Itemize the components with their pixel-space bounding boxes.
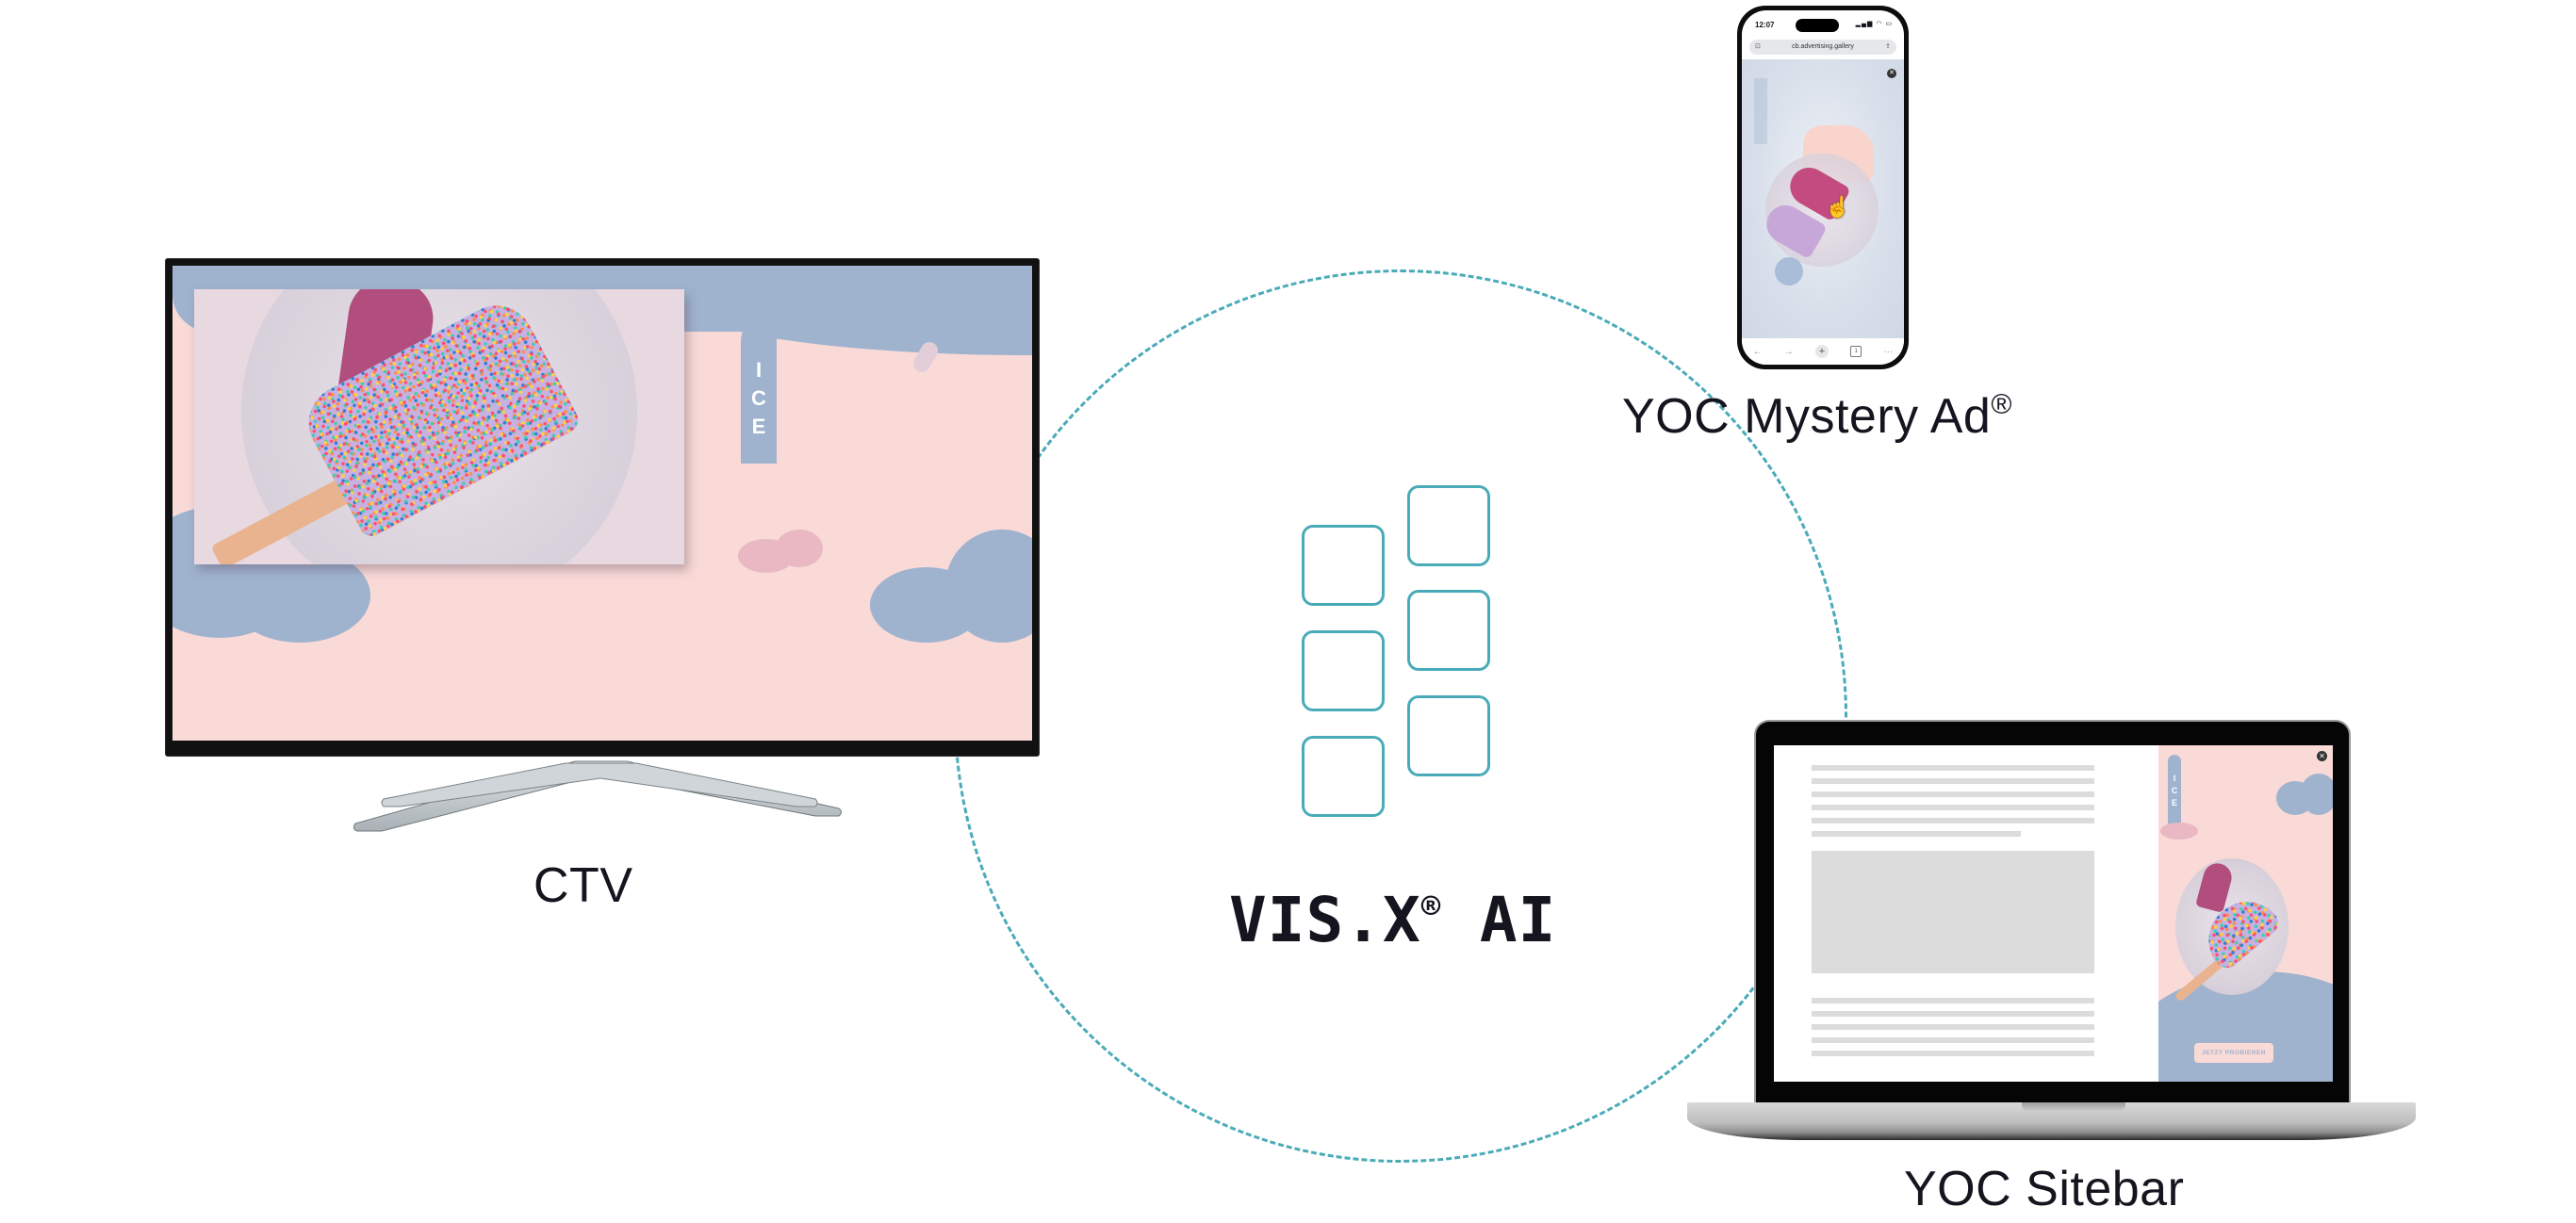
text-line-placeholder xyxy=(1812,818,2094,823)
ctv-screen: I C E xyxy=(172,266,1032,741)
ctv-label: CTV xyxy=(533,858,633,913)
article-placeholder xyxy=(1812,745,2094,1082)
close-icon[interactable]: ✕ xyxy=(1887,69,1896,78)
laptop: I C E ✕ JETZT PROBIEREN xyxy=(1756,722,2349,1104)
text-line-placeholder xyxy=(1812,998,2094,1003)
cta-button[interactable]: JETZT PROBIEREN xyxy=(2194,1043,2273,1063)
back-icon[interactable]: ← xyxy=(1752,346,1763,357)
ice-letter: I xyxy=(755,358,763,382)
visx-ai-wordmark: VIS.X® AI xyxy=(1229,884,1556,956)
logo-tile xyxy=(1407,695,1490,776)
pink-cloud-shape xyxy=(2160,823,2198,840)
ice-badge-faded xyxy=(1754,78,1767,144)
signal-wifi-battery-icon: ▂▄▆ ◠ ▭ xyxy=(1855,21,1893,27)
ice-letter: E xyxy=(2171,798,2177,807)
visx-logo xyxy=(1225,471,1602,980)
forward-icon[interactable]: → xyxy=(1783,346,1794,357)
ice-badge: I C E xyxy=(2168,755,2181,830)
ctv-stand xyxy=(353,760,842,832)
ice-letter: C xyxy=(751,386,766,410)
text-line-placeholder xyxy=(1812,791,2094,797)
phone-screen: 12:07 ▂▄▆ ◠ ▭ ⊡ cb.advertising.gallery ⇪… xyxy=(1742,10,1904,365)
status-bar: 12:07 ▂▄▆ ◠ ▭ xyxy=(1742,10,1904,39)
logo-tile xyxy=(1302,525,1385,606)
image-placeholder xyxy=(1812,851,2094,973)
ctv-television: I C E xyxy=(166,259,1039,756)
mystery-ad[interactable]: ✕ ☝ xyxy=(1742,59,1904,338)
ice-letter: I xyxy=(2173,774,2176,783)
logo-tile xyxy=(1407,590,1490,671)
text-line-placeholder xyxy=(1812,765,2094,771)
ice-letter: E xyxy=(751,415,766,438)
browser-toolbar: ← → + 1 ··· xyxy=(1742,338,1904,365)
registered-mark: ® xyxy=(1991,389,2012,420)
url-text: cb.advertising.gallery xyxy=(1792,43,1854,50)
ctv-ad-photo xyxy=(194,289,684,564)
registered-mark: ® xyxy=(1420,888,1442,925)
laptop-base xyxy=(1687,1102,2416,1140)
url-bar[interactable]: ⊡ cb.advertising.gallery ⇪ xyxy=(1749,40,1896,55)
new-tab-icon[interactable]: + xyxy=(1814,345,1829,358)
text-line-placeholder xyxy=(1812,1037,2094,1043)
more-icon[interactable]: ··· xyxy=(1883,346,1894,357)
laptop-screen: I C E ✕ JETZT PROBIEREN xyxy=(1774,745,2333,1082)
logo-tile xyxy=(1302,630,1385,711)
text-line-placeholder xyxy=(1812,1011,2094,1017)
mobile-phone: 12:07 ▂▄▆ ◠ ▭ ⊡ cb.advertising.gallery ⇪… xyxy=(1737,6,1909,369)
cloud-shape xyxy=(945,530,1032,643)
dynamic-island xyxy=(1796,19,1839,32)
ice-badge: I C E xyxy=(741,322,777,464)
product-name: VIS.X xyxy=(1229,884,1421,956)
pink-cloud-shape xyxy=(776,530,823,567)
text-line-placeholder xyxy=(1812,778,2094,784)
logo-tile xyxy=(1407,485,1490,566)
product-suffix: AI xyxy=(1479,884,1557,956)
sitebar-ad[interactable]: I C E ✕ JETZT PROBIEREN xyxy=(2158,745,2333,1082)
text-line-placeholder xyxy=(1812,1051,2094,1056)
cloud-shape xyxy=(2300,774,2333,815)
share-icon[interactable]: ⇪ xyxy=(1885,43,1891,50)
text-line-placeholder xyxy=(1812,1024,2094,1030)
blue-shape xyxy=(1775,257,1803,285)
close-icon[interactable]: ✕ xyxy=(2317,751,2327,761)
ctv-ad-top-curve xyxy=(683,303,1032,355)
text-line-placeholder xyxy=(1812,805,2094,810)
page-settings-icon[interactable]: ⊡ xyxy=(1755,43,1761,50)
status-time: 12:07 xyxy=(1755,21,1775,29)
text-line-placeholder xyxy=(1812,831,2021,837)
logo-tile xyxy=(1302,736,1385,817)
tap-hand-icon: ☝ xyxy=(1825,195,1851,219)
tabs-icon[interactable]: 1 xyxy=(1850,346,1862,357)
mystery-ad-label-text: YOC Mystery Ad xyxy=(1622,389,1992,444)
sitebar-label: YOC Sitebar xyxy=(1904,1162,2185,1216)
laptop-notch xyxy=(2022,1102,2125,1112)
mystery-ad-label: YOC Mystery Ad® xyxy=(1622,388,2012,445)
ice-letter: C xyxy=(2171,786,2178,795)
